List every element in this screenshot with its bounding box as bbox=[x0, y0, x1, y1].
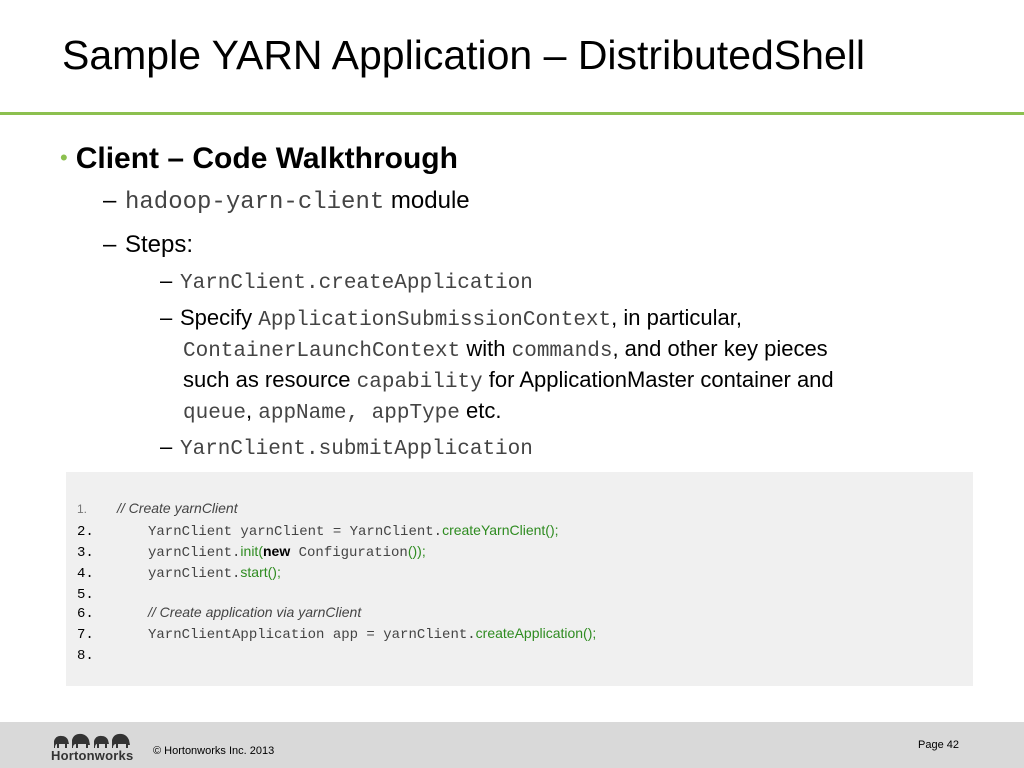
step2-code-6: appName, appType bbox=[258, 402, 460, 425]
code-text: YarnClientApplication app = yarnClient. bbox=[148, 627, 476, 643]
line-number: 4. bbox=[77, 566, 94, 582]
code-comment: // Create application via yarnClient bbox=[148, 604, 362, 620]
code-line-8: 8. bbox=[77, 644, 117, 666]
step1-code: YarnClient.createApplication bbox=[180, 272, 533, 295]
line-number: 2. bbox=[77, 524, 94, 540]
step2-text-1: Specify bbox=[180, 305, 259, 330]
code-text: YarnClient yarnClient = YarnClient. bbox=[148, 524, 443, 540]
step2-line-3: such as resource capability for Applicat… bbox=[183, 364, 834, 398]
code-line-5: 5. bbox=[77, 583, 117, 605]
module-text: module bbox=[384, 187, 470, 214]
code-method: ()); bbox=[407, 543, 426, 559]
bullet-main-text: Client – Code Walkthrough bbox=[75, 142, 458, 175]
line-number: 3. bbox=[77, 545, 94, 561]
code-line-6: 6. // Create application via yarnClient bbox=[77, 602, 361, 624]
step2-code-2: ContainerLaunchContext bbox=[183, 340, 461, 363]
bullet-module: –hadoop-yarn-client module bbox=[103, 187, 470, 216]
line-number: 1. bbox=[77, 502, 88, 516]
code-text: Configuration bbox=[290, 545, 408, 561]
step2-text-6: for ApplicationMaster container and bbox=[482, 367, 834, 392]
step2-code-1: ApplicationSubmissionContext bbox=[258, 309, 612, 332]
step2-code-5: queue bbox=[183, 402, 247, 425]
step2-text-2: , in particular, bbox=[611, 305, 742, 330]
step2-code-4: capability bbox=[356, 371, 483, 394]
bullet-main: • Client – Code Walkthrough bbox=[60, 138, 458, 179]
code-comment: // Create yarnClient bbox=[117, 500, 238, 516]
step-create-application: –YarnClient.createApplication bbox=[160, 268, 533, 295]
step2-text-4: , and other key pieces bbox=[612, 336, 828, 361]
line-number: 6. bbox=[77, 606, 94, 622]
code-method: createYarnClient(); bbox=[442, 522, 559, 538]
line-number: 5. bbox=[77, 587, 94, 603]
code-line-2: 2. YarnClient yarnClient = YarnClient.cre… bbox=[77, 520, 559, 542]
line-number: 8. bbox=[77, 648, 94, 664]
step2-text-8: etc. bbox=[459, 398, 502, 423]
code-text: yarnClient. bbox=[148, 566, 241, 582]
code-line-3: 3. yarnClient.init(new Configuration()); bbox=[77, 541, 426, 563]
code-method: start(); bbox=[240, 564, 281, 580]
logo-wordmark: Hortonworks bbox=[51, 748, 134, 763]
bullet-steps: –Steps: bbox=[103, 231, 194, 258]
step2-line-4: queue, appName, appType etc. bbox=[183, 395, 501, 429]
title-divider bbox=[0, 112, 1024, 115]
code-keyword: new bbox=[262, 543, 291, 559]
steps-label: Steps: bbox=[125, 231, 194, 258]
page-number: Page 42 bbox=[918, 739, 959, 751]
elephant-logo-icon bbox=[54, 733, 130, 748]
step2-line-2: ContainerLaunchContext with commands, an… bbox=[183, 333, 828, 367]
code-text: yarnClient. bbox=[148, 545, 241, 561]
step2-text-3: with bbox=[460, 336, 512, 361]
code-block bbox=[66, 472, 973, 686]
step2-text-7: , bbox=[246, 398, 259, 423]
code-line-4: 4. yarnClient.start(); bbox=[77, 562, 281, 584]
code-line-1: 1. // Create yarnClient bbox=[77, 498, 238, 519]
line-number: 7. bbox=[77, 627, 94, 643]
code-method: createApplication(); bbox=[475, 625, 597, 641]
module-code: hadoop-yarn-client bbox=[125, 189, 385, 216]
step-submit-application: –YarnClient.submitApplication bbox=[160, 434, 533, 461]
code-line-7: 7. YarnClientApplication app = yarnClient… bbox=[77, 623, 596, 645]
step2-code-3: commands bbox=[511, 340, 613, 363]
code-method: init( bbox=[240, 543, 263, 559]
slide-title: Sample YARN Application – DistributedShe… bbox=[62, 32, 865, 78]
bullet-dot-icon: • bbox=[60, 145, 68, 170]
copyright-text: © Hortonworks Inc. 2013 bbox=[153, 745, 275, 757]
step2-text-5: such as resource bbox=[183, 367, 357, 392]
step-specify-context: –Specify ApplicationSubmissionContext, i… bbox=[160, 305, 742, 332]
step3-code: YarnClient.submitApplication bbox=[180, 438, 533, 461]
footer-bar bbox=[0, 722, 1024, 768]
